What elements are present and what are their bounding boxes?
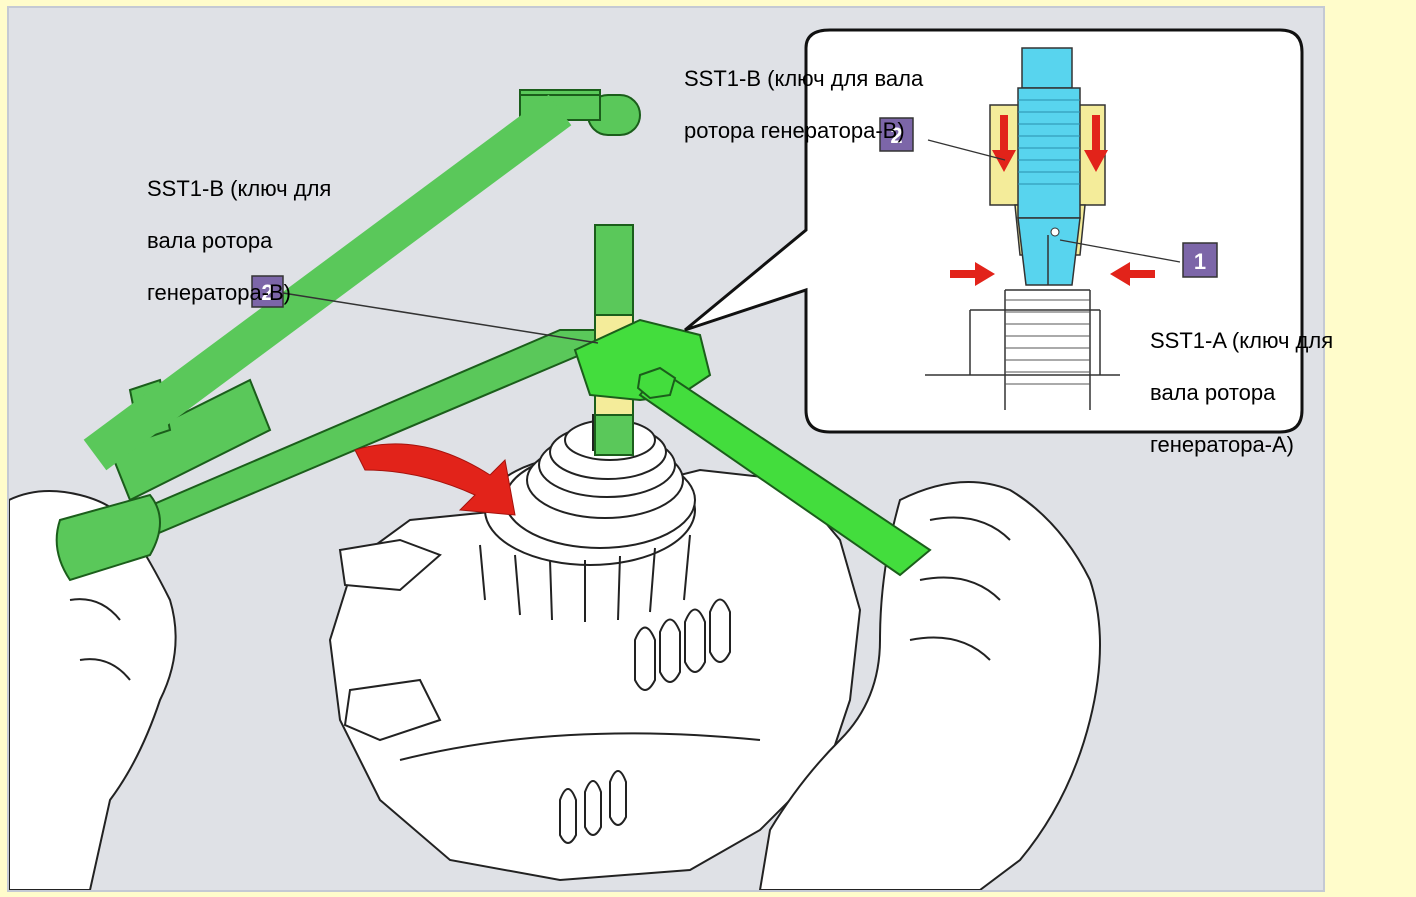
alternator bbox=[328, 419, 862, 882]
callout-top-line2: ротора генератора-B) bbox=[684, 118, 905, 143]
sst1-b-tool bbox=[55, 89, 641, 582]
callout-right-line1: SST1-A (ключ для bbox=[1150, 328, 1334, 353]
rotation-arrow-icon bbox=[354, 443, 516, 516]
badge-inset-1: 1 bbox=[1182, 242, 1218, 278]
leader-line-main bbox=[282, 292, 599, 344]
callout-top: SST1-B (ключ для вала ротора генератора-… bbox=[684, 40, 923, 170]
svg-text:2: 2 bbox=[261, 280, 273, 305]
callout-right-line3: генератора-A) bbox=[1150, 432, 1295, 457]
svg-text:1: 1 bbox=[1194, 249, 1206, 274]
callout-top-line1: SST1-B (ключ для вала bbox=[684, 66, 924, 91]
callout-right-line2: вала ротора bbox=[1150, 380, 1276, 405]
badge-inset-2: 2 bbox=[879, 117, 914, 152]
callout-left: SST1-B (ключ для вала ротора генератора-… bbox=[147, 150, 331, 332]
right-hand bbox=[758, 481, 1101, 890]
callout-left-line3: генератора-B) bbox=[147, 280, 292, 305]
inset-detail bbox=[684, 28, 1304, 434]
callout-left-line1: SST1-B (ключ для bbox=[147, 176, 332, 201]
badge-main-2: 2 bbox=[251, 275, 284, 308]
callout-left-line2: вала ротора bbox=[147, 228, 273, 253]
svg-text:2: 2 bbox=[890, 123, 902, 148]
callout-right: SST1-A (ключ для вала ротора генератора-… bbox=[1150, 302, 1333, 484]
sst1-a-wrench bbox=[573, 318, 932, 577]
